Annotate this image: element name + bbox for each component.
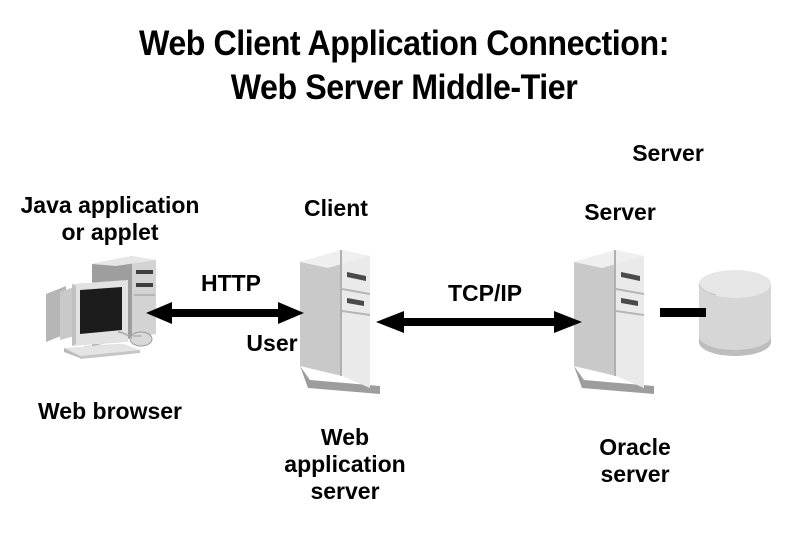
database-cylinder-icon bbox=[696, 268, 774, 360]
title-line-1: Web Client Application Connection: bbox=[139, 24, 669, 63]
title-line-2: Web Server Middle-Tier bbox=[230, 67, 578, 107]
database-label: Server bbox=[632, 140, 704, 166]
page-title: Web Client Application Connection: Web S… bbox=[32, 22, 775, 110]
connection-http-label: HTTP bbox=[200, 270, 262, 296]
oracle-server-top-label: Server bbox=[584, 199, 656, 225]
oracle-server-tower-icon bbox=[570, 248, 666, 400]
browser-bottom-label: Web browser bbox=[38, 398, 182, 424]
desktop-computer-icon bbox=[40, 250, 170, 360]
browser-top-label: Java application or applet bbox=[20, 192, 200, 246]
connection-database-line bbox=[660, 308, 706, 317]
connection-http-arrow bbox=[146, 300, 304, 326]
web-app-server-bottom-label: Web application server bbox=[284, 424, 406, 505]
web-app-server-top-label: Client bbox=[304, 195, 368, 221]
connection-tcpip-label: TCP/IP bbox=[447, 280, 523, 306]
connection-http-sub-label: User bbox=[246, 330, 298, 356]
connection-tcpip-arrow bbox=[376, 309, 582, 335]
oracle-server-bottom-label: Oracle server bbox=[599, 434, 671, 488]
web-app-server-tower-icon bbox=[296, 248, 392, 400]
